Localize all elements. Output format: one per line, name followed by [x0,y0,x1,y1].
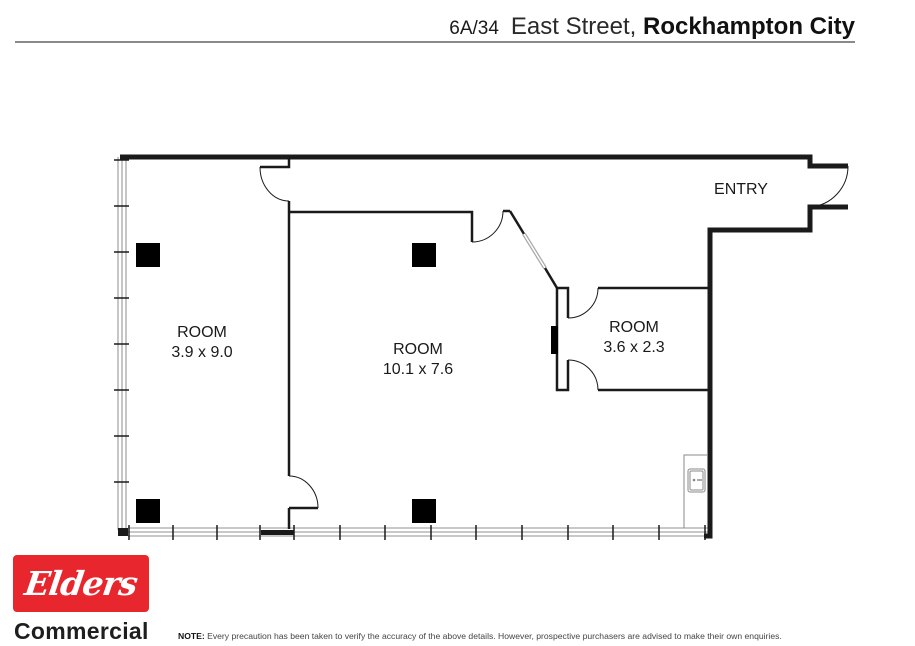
street-name: East Street, [510,13,637,40]
room-label-left: ROOM 3.9 x 9.0 [171,323,232,363]
door-swings [259,165,849,509]
window-left-mullions [114,159,129,483]
door-middle-room [471,210,504,243]
room-size: 3.9 x 9.0 [171,344,233,361]
room-size: 3.6 x 2.3 [603,339,665,356]
door-bottom-middle [288,475,319,509]
header-divider [15,41,855,43]
bottom-wall-segment [261,530,294,535]
logo-text: Elders [22,564,140,603]
door-entry [809,165,849,208]
room-label-middle: ROOM 10.1 x 7.6 [383,340,453,380]
entry-label: ENTRY [714,181,768,198]
room-name: ROOM [177,324,227,341]
note-label: NOTE: [178,631,205,641]
window-bottom-mullions [128,525,706,540]
window-bottom [128,527,708,537]
door-small-room-bottom [567,359,599,391]
column-icon [412,499,436,523]
columns [136,243,436,523]
city-name: Rockhampton City [642,13,855,40]
disclaimer-note: NOTE: Every precaution has been taken to… [178,631,782,641]
corner-bottom-left [118,528,128,536]
division-label: Commercial [14,618,149,644]
room-size: 10.1 x 7.6 [382,361,454,378]
column-icon [136,243,160,267]
elders-logo: Elders [13,555,149,612]
room-label-small: ROOM 3.6 x 2.3 [603,318,664,358]
door-small-room-top [567,287,599,319]
kitchenette [683,454,708,528]
wall-fixture [551,326,558,354]
column-icon [412,243,436,267]
exterior-walls [120,154,848,539]
column-icon [136,499,160,523]
diagonal-glazed-wall [508,210,559,289]
sink-icon [687,468,706,493]
room-name: ROOM [393,341,443,358]
door-left-room [259,166,290,202]
note-text: Every precaution has been taken to verif… [207,631,782,641]
unit-number: 6A/34 [449,18,499,39]
property-address: 6A/34 East Street, Rockhampton City [449,12,855,44]
room-name: ROOM [609,319,659,336]
